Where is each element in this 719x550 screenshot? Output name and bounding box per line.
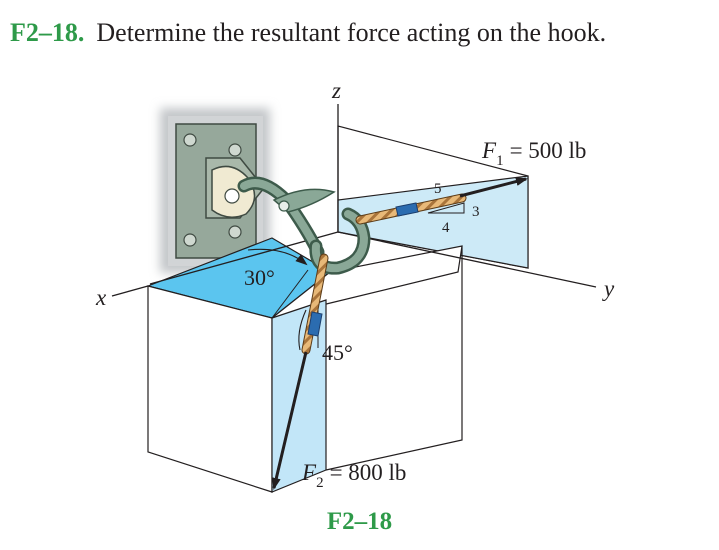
cable-1: [355, 193, 467, 225]
z-axis-label: z: [331, 78, 341, 103]
x-axis: [111, 285, 149, 297]
yz-plane: [337, 125, 529, 269]
slope-vertical: 3: [472, 204, 480, 220]
slope-horizontal: 4: [442, 220, 450, 236]
problem-number: F2–18.: [10, 18, 85, 47]
bolt-icon: [183, 133, 197, 147]
bolt-icon: [228, 143, 242, 157]
force-f1-label: F1= 500 lb: [481, 138, 586, 169]
slope-triangle: 5 3 4: [427, 181, 480, 236]
force-f2-label: F2= 800 lb: [301, 460, 406, 491]
figure-caption: F2–18: [326, 508, 393, 535]
bolt-icon: [228, 225, 242, 239]
angle-45-label: 45°: [322, 340, 353, 365]
problem-text: Determine the resultant force acting on …: [96, 18, 607, 47]
slope-hypotenuse: 5: [434, 181, 442, 197]
y-axis-label: y: [602, 276, 615, 301]
bolt-icon: [183, 233, 197, 247]
problem-statement: F2–18. Determine the resultant force acti…: [10, 18, 606, 48]
x-axis-label: x: [95, 285, 107, 310]
y-axis: [337, 231, 597, 288]
cable-2: [301, 253, 329, 355]
force-f1-arrow: [459, 177, 528, 198]
angle-markers: 30° 45°: [244, 248, 353, 365]
force-f2-arrow: [271, 351, 308, 490]
angle-30-label: 30°: [244, 265, 275, 290]
